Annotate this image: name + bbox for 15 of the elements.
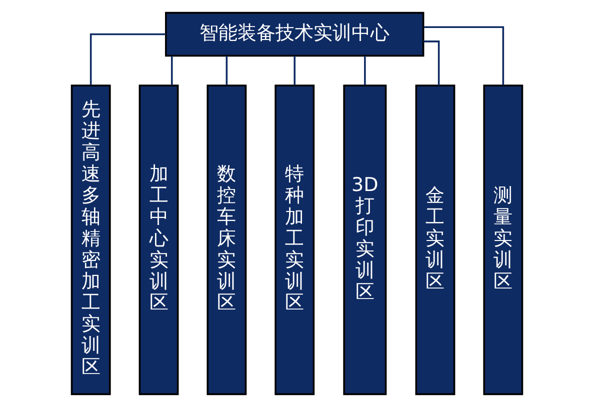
node-box: 测量实训区 [482,84,523,396]
node-box: 智能装备技术实训中心 [164,12,424,57]
node-box: 3D打印实训区 [342,84,386,396]
connector [89,33,166,86]
connector [422,40,440,86]
node-box: 加工中心实训区 [138,84,178,396]
connector [170,56,172,86]
connector [225,56,228,86]
connector [293,56,295,86]
node-box: 特种加工实训区 [274,84,314,396]
connector [364,56,366,86]
node-box: 先进高速多轴精密加工实训区 [70,84,110,396]
connector [423,26,504,86]
node-box: 金工实训区 [414,84,455,396]
node-box: 数控车床实训区 [206,84,246,396]
